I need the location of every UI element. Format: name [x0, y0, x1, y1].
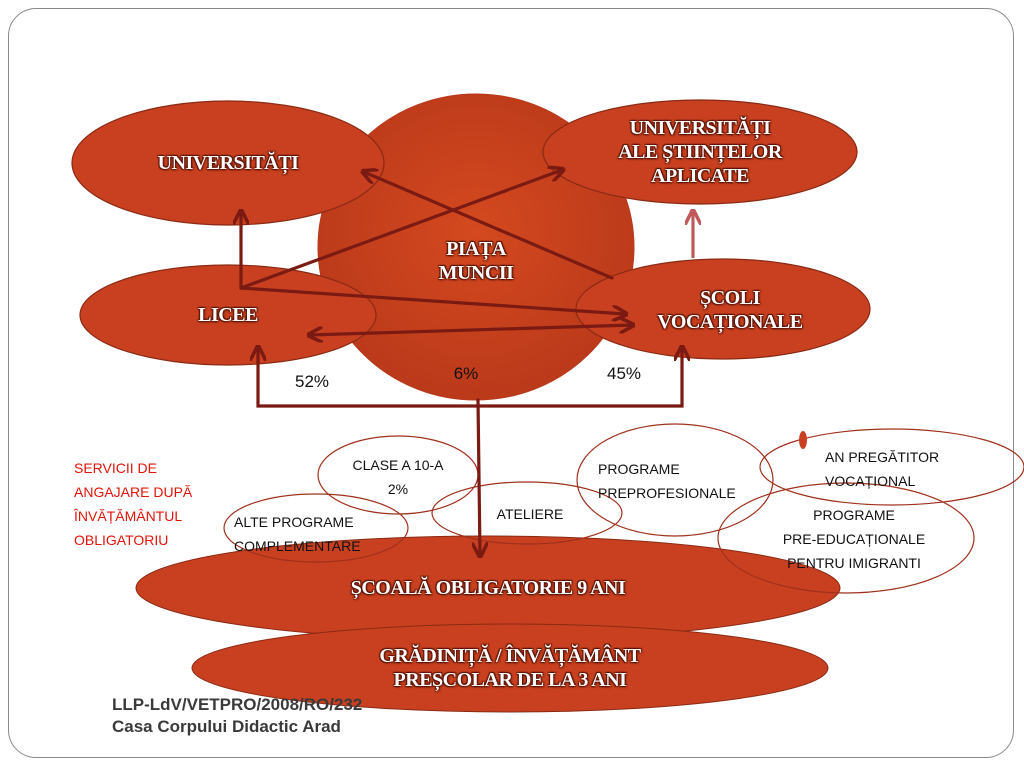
universitati-aplicate-label: UNIVERSITĂȚI ALE ȘTIINȚELOR APLICATE — [618, 117, 782, 187]
universitati-ellipse — [71, 100, 385, 226]
scoala-obligatorie-label: ȘCOALĂ OBLIGATORIE 9 ANI — [350, 577, 626, 599]
arrow-scoli-universitati — [364, 172, 614, 280]
alte-programe-label: ALTE PROGRAME COMPLEMENTARE — [234, 514, 361, 554]
pre-educationale-label: PROGRAME PRE-EDUCAȚIONALE PENTRU IMIGRAN… — [782, 507, 926, 571]
arrow-bracket-scoli — [476, 348, 682, 408]
arrow-down-scoala — [478, 398, 480, 555]
an-pregatitor-label: AN PREGĂTITOR VOCAȚIONAL — [825, 449, 940, 489]
an-pregatitor-ellipse — [759, 428, 1024, 506]
licee-ellipse — [79, 264, 377, 366]
arrow-licee-scoli — [239, 286, 625, 314]
footer: LLP-LdV/VETPRO/2008/RO/232 Casa Corpului… — [112, 694, 362, 738]
percent-licee: 52% — [294, 372, 330, 391]
piata-muncii-label: PIAȚA MUNCII — [438, 238, 514, 284]
universitati-label: UNIVERSITĂȚI — [157, 152, 299, 174]
percent-scoli: 45% — [606, 364, 642, 383]
slide-frame — [8, 8, 1014, 758]
preprofesionale-label: PROGRAME PREPROFESIONALE — [598, 461, 736, 501]
servicii-angajare-note: SERVICII DE ANGAJARE DUPĂ ÎNVĂȚĂMÂNTUL O… — [74, 460, 193, 548]
arrow-licee-universitati-aplicate — [239, 170, 562, 290]
alte-programe-ellipse — [223, 493, 409, 563]
footer-institution: Casa Corpului Didactic Arad — [112, 717, 341, 736]
gradinita-ellipse — [191, 623, 829, 713]
footer-project-code: LLP-LdV/VETPRO/2008/RO/232 — [112, 695, 363, 714]
scoli-vocationale-ellipse — [575, 258, 871, 360]
ateliere-ellipse — [431, 481, 623, 545]
preprofesionale-ellipse — [576, 423, 774, 537]
arrow-licee-scoli-bidirectional — [310, 325, 632, 335]
percent-piata: 6% — [453, 364, 479, 383]
clase-10a-label: CLASE A 10-A 2% — [352, 457, 444, 497]
licee-label: LICEE — [198, 304, 258, 326]
scoli-vocationale-label: ȘCOLI VOCAȚIONALE — [657, 287, 803, 333]
small-dot — [799, 431, 807, 449]
universitati-aplicate-ellipse — [542, 99, 858, 205]
pre-educationale-ellipse — [717, 482, 975, 594]
gradinita-label: GRĂDINIȚĂ / ÎNVĂȚĂMÂNT PREȘCOLAR DE LA 3… — [379, 645, 641, 691]
arrow-bracket-licee — [258, 348, 480, 408]
ateliere-label: ATELIERE — [496, 506, 564, 522]
